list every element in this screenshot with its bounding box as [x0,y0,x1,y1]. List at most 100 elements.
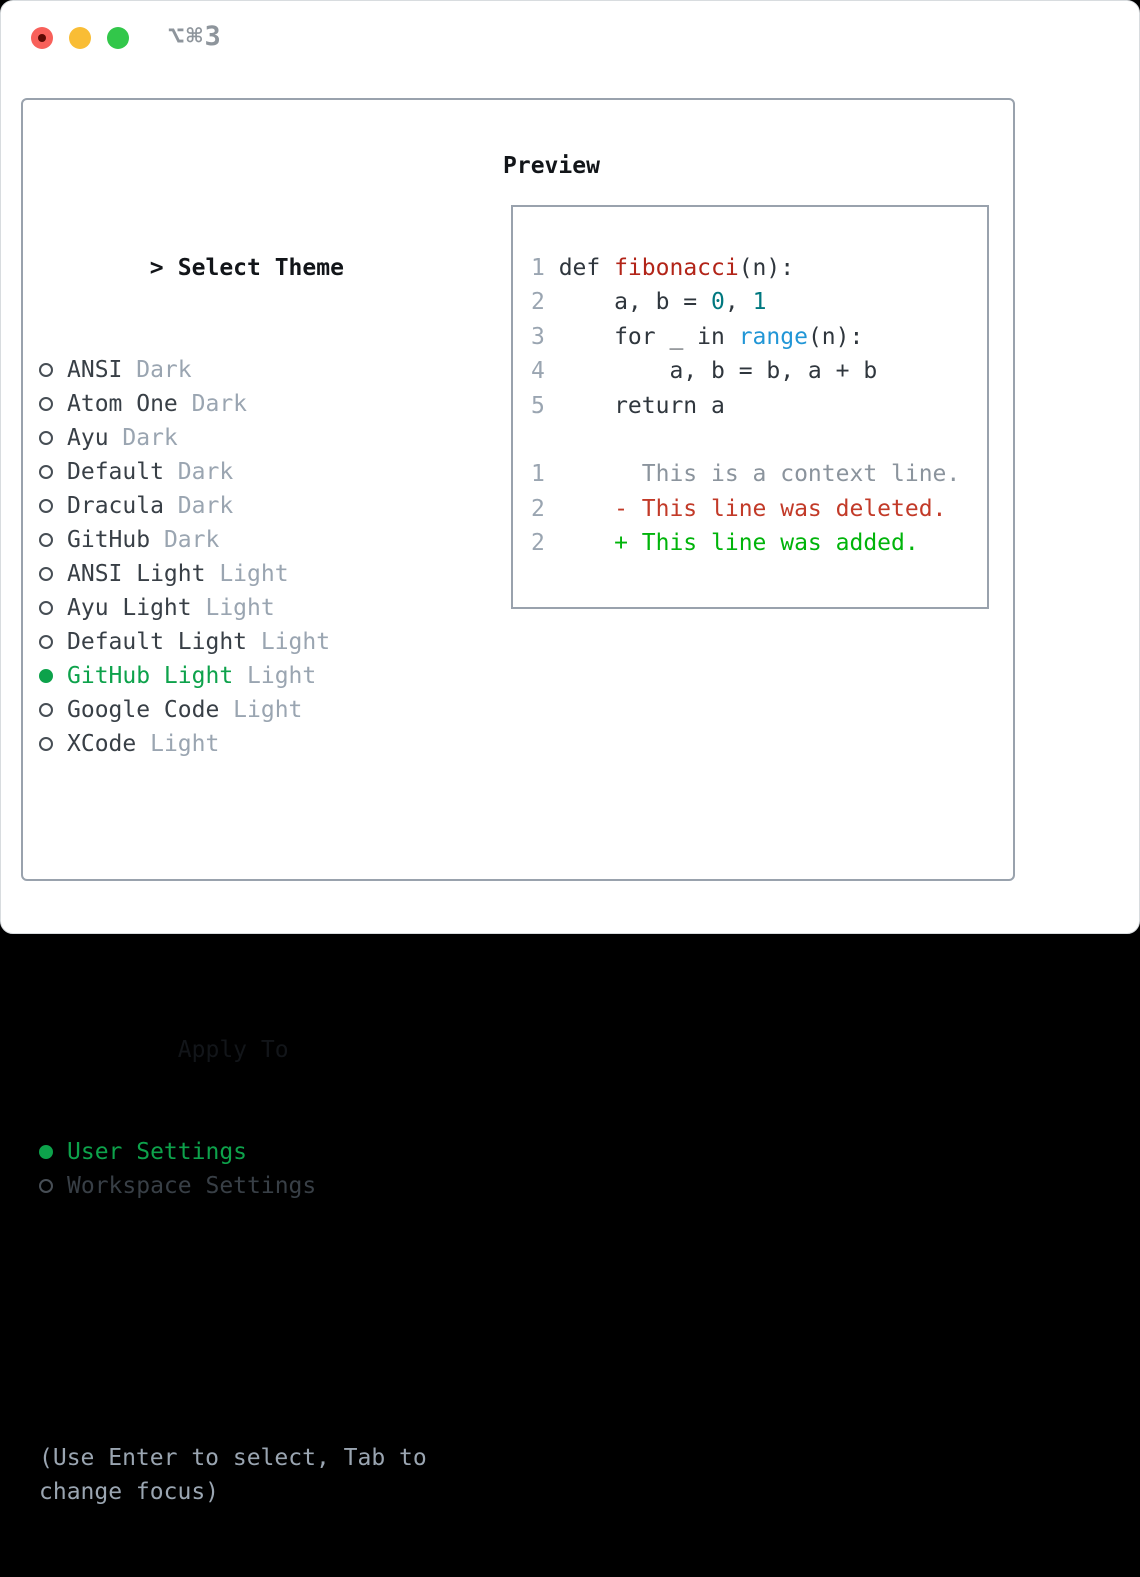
variant-badge: Dark [192,391,247,417]
preview-heading: Preview [503,149,600,183]
spacer [39,863,479,897]
line-number: 2 [531,285,559,319]
code-line: 3 for _ in range(n): [531,320,987,354]
variant-badge: Light [219,561,288,587]
zoom-button[interactable] [107,27,129,49]
code-line [531,423,987,457]
bullet-column [39,727,67,761]
radio-icon [39,465,53,479]
option-label: ANSI Light [67,561,205,587]
line-number: 3 [531,320,559,354]
radio-icon [39,737,53,751]
prompt-caret-icon: > [150,251,178,285]
minimize-button[interactable] [69,27,91,49]
code-segment-num: 0 [711,289,725,315]
line-number: 5 [531,389,559,423]
window-title: ⌥⌘3 [168,21,223,52]
code-segment-num: 1 [753,289,767,315]
variant-badge: Light [150,731,219,757]
option-label: GitHub [67,527,150,553]
window-titlebar: ⌥⌘3 [1,1,1139,76]
bullet-column [39,693,67,727]
code-line: 2 + This line was added. [531,526,987,560]
radio-selected-icon [39,1145,53,1159]
variant-badge: Light [205,595,274,621]
line-number: 1 [531,251,559,285]
code-segment-code: def [559,255,614,281]
bullet-column [39,523,67,557]
code-segment-code: (n): [808,324,863,350]
option-label: Dracula [67,493,164,519]
code-segment-deleted: - This line was deleted. [559,496,947,522]
close-button[interactable] [31,27,53,49]
select-theme-heading-row: >Select Theme [39,217,479,251]
code-segment-code: a, b = [559,289,711,315]
bullet-column [39,1169,67,1203]
bullet-column [39,421,67,455]
radio-icon [39,601,53,615]
radio-icon [39,397,53,411]
variant-badge: Light [233,697,302,723]
option-label: Default [67,459,164,485]
apply-to-heading-row: Apply To [39,999,479,1033]
code-line: 1 This is a context line. [531,457,987,491]
variant-badge: Dark [136,357,191,383]
radio-icon [39,635,53,649]
apply-option[interactable]: User Settings [39,1135,479,1169]
hint-text: (Use Enter to select, Tab to change focu… [39,1441,449,1509]
bullet-column [39,591,67,625]
option-label: Google Code [67,697,219,723]
option-label: Default Light [67,629,247,655]
code-segment-context: This is a context line. [559,461,961,487]
radio-icon [39,567,53,581]
bullet-column [39,387,67,421]
theme-option[interactable]: Ayu Light Light [39,591,479,625]
theme-option[interactable]: Atom One Dark [39,387,479,421]
select-theme-heading: Select Theme [178,255,344,281]
code-segment-code: (n): [739,255,794,281]
bullet-column [39,557,67,591]
line-number: 2 [531,526,559,560]
theme-option[interactable]: ANSI Light Light [39,557,479,591]
theme-option[interactable]: Google Code Light [39,693,479,727]
line-number: 4 [531,354,559,388]
code-line: 5 return a [531,389,987,423]
radio-icon [39,1179,53,1193]
apply-option[interactable]: Workspace Settings [39,1169,479,1203]
option-label: XCode [67,731,136,757]
theme-option[interactable]: XCode Light [39,727,479,761]
line-number: 2 [531,492,559,526]
variant-badge: Dark [164,527,219,553]
bullet-column [39,489,67,523]
code-segment-added: + This line was added. [559,530,919,556]
bullet-column [39,659,67,693]
radio-icon [39,499,53,513]
code-segment-code: return a [559,393,725,419]
code-segment-code: , [725,289,753,315]
apply-to-heading: Apply To [178,1037,289,1063]
unsaved-dot-icon [38,34,46,42]
option-label: Atom One [67,391,178,417]
code-segment-builtin: range [739,324,808,350]
option-label: User Settings [67,1139,247,1165]
option-label: Ayu Light [67,595,192,621]
radio-icon [39,703,53,717]
code-segment-code: a, b = b, a + b [559,358,878,384]
code-segment-code: for _ in [559,324,739,350]
code-line: 2 - This line was deleted. [531,492,987,526]
bullet-column [39,625,67,659]
theme-option[interactable]: GitHub Dark [39,523,479,557]
code-line: 4 a, b = b, a + b [531,354,987,388]
